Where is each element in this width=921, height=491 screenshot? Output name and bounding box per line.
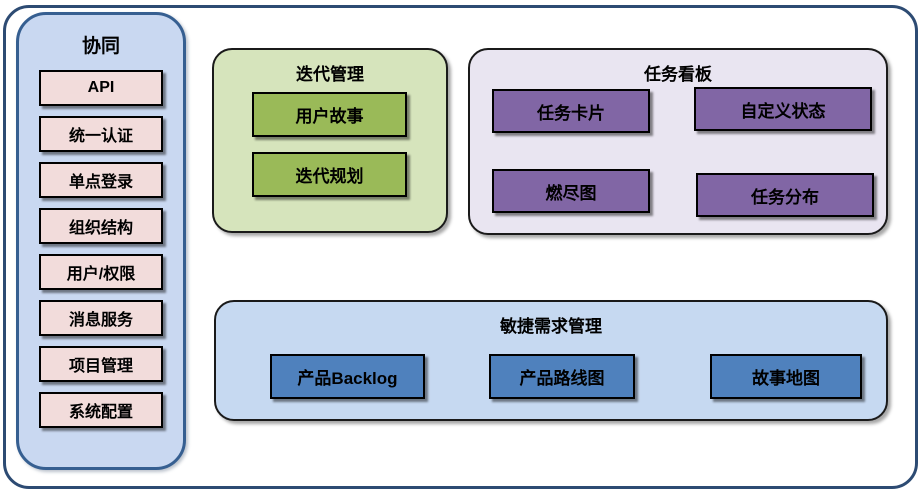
item-story-map: 故事地图	[710, 354, 862, 399]
item-burndown-chart: 燃尽图	[492, 169, 650, 213]
item-product-roadmap: 产品路线图	[489, 354, 635, 399]
group-iteration-title: 迭代管理	[296, 65, 364, 84]
sidebar-item-org-structure: 组织结构	[39, 208, 163, 244]
sidebar-item-system-config: 系统配置	[39, 392, 163, 428]
item-custom-status: 自定义状态	[694, 87, 872, 131]
sidebar-item-user-permissions: 用户/权限	[39, 254, 163, 290]
sidebar-item-list: API 统一认证 单点登录 组织结构 用户/权限 消息服务 项目管理 系统配置	[39, 70, 163, 428]
item-task-card: 任务卡片	[492, 89, 650, 133]
group-iteration-management: 迭代管理 用户故事 迭代规划	[212, 48, 448, 233]
sidebar-item-sso: 单点登录	[39, 162, 163, 198]
sidebar-item-api: API	[39, 70, 163, 106]
sidebar-item-project-management: 项目管理	[39, 346, 163, 382]
sidebar-item-unified-auth: 统一认证	[39, 116, 163, 152]
sidebar-item-message-service: 消息服务	[39, 300, 163, 336]
sidebar-title: 协同	[81, 36, 120, 57]
group-requirements-title: 敏捷需求管理	[500, 317, 602, 336]
sidebar-collaboration: 协同 API 统一认证 单点登录 组织结构 用户/权限 消息服务 项目管理 系统…	[16, 12, 186, 470]
item-task-distribution: 任务分布	[696, 173, 874, 217]
item-user-story: 用户故事	[252, 92, 407, 137]
item-product-backlog: 产品Backlog	[270, 354, 425, 399]
item-iteration-planning: 迭代规划	[252, 152, 407, 197]
group-task-kanban: 任务看板 任务卡片 自定义状态 燃尽图 任务分布	[468, 48, 888, 235]
group-agile-requirements: 敏捷需求管理 产品Backlog 产品路线图 故事地图	[214, 300, 888, 421]
group-kanban-title: 任务看板	[644, 65, 712, 84]
